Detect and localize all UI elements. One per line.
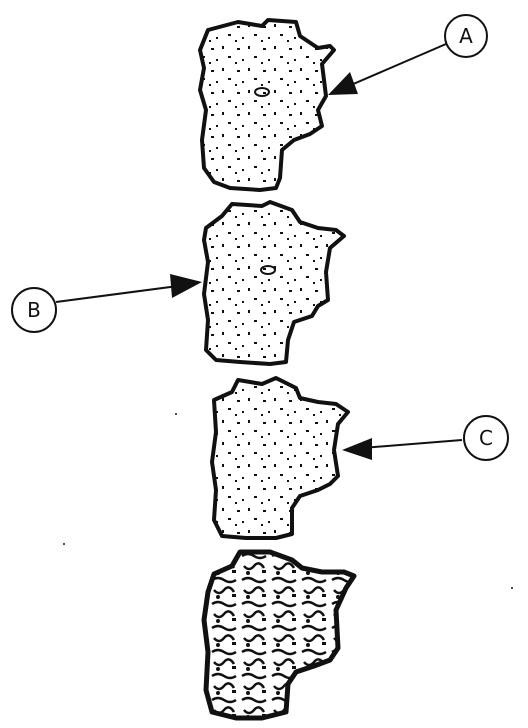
separator-plate-c xyxy=(210,376,350,540)
callout-a: A xyxy=(328,14,488,95)
arrowhead-c-icon xyxy=(342,438,372,460)
separator-plate-a xyxy=(198,18,336,192)
leader-line-a xyxy=(343,43,447,89)
valve-body xyxy=(201,549,357,721)
scan-noise xyxy=(63,413,513,589)
leader-line-c xyxy=(361,439,463,449)
callout-circle-c xyxy=(463,415,509,461)
callout-circle-b xyxy=(11,287,57,333)
callout-b: B xyxy=(11,274,202,333)
callout-label-a: A xyxy=(459,24,473,48)
arrowhead-a-icon xyxy=(328,72,358,95)
separator-plate-b xyxy=(202,200,346,366)
callout-label-c: C xyxy=(479,426,493,450)
arrowhead-b-icon xyxy=(170,274,202,298)
callout-circle-a xyxy=(444,14,488,58)
callout-label-b: B xyxy=(27,298,41,322)
leader-line-b xyxy=(55,285,179,303)
callout-c: C xyxy=(342,415,509,461)
